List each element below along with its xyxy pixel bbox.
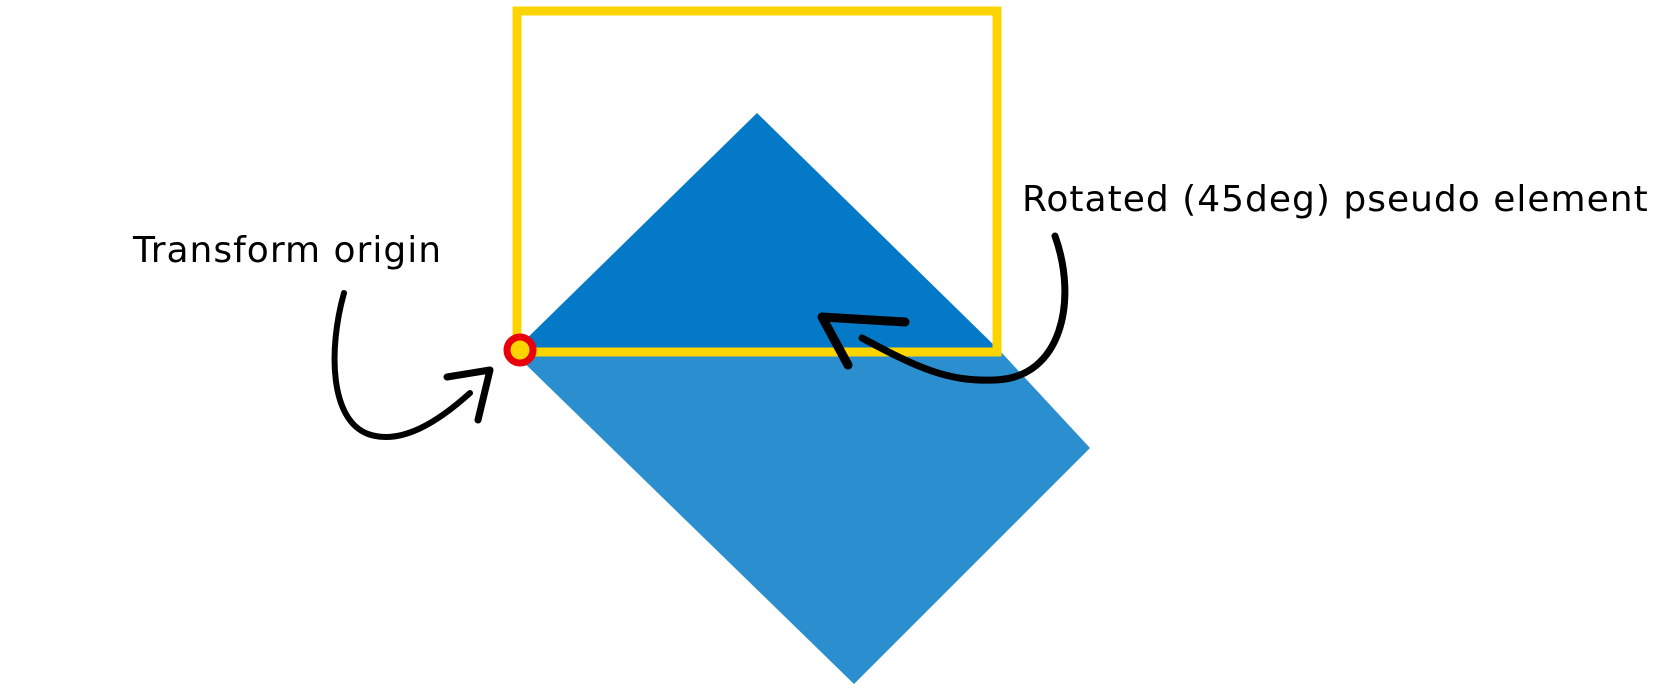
transform-origin-arrow — [331, 290, 494, 440]
rotated-square-lower-part — [513, 352, 1090, 684]
transform-origin-marker — [503, 333, 537, 367]
rotated-element-arrow — [817, 232, 1069, 384]
rotated-element-label: Rotated (45deg) pseudo element — [1022, 179, 1649, 220]
rotated-square-upper-part — [513, 113, 1001, 352]
container-box-outline — [512, 6, 1002, 357]
transform-origin-label: Transform origin — [132, 230, 442, 271]
